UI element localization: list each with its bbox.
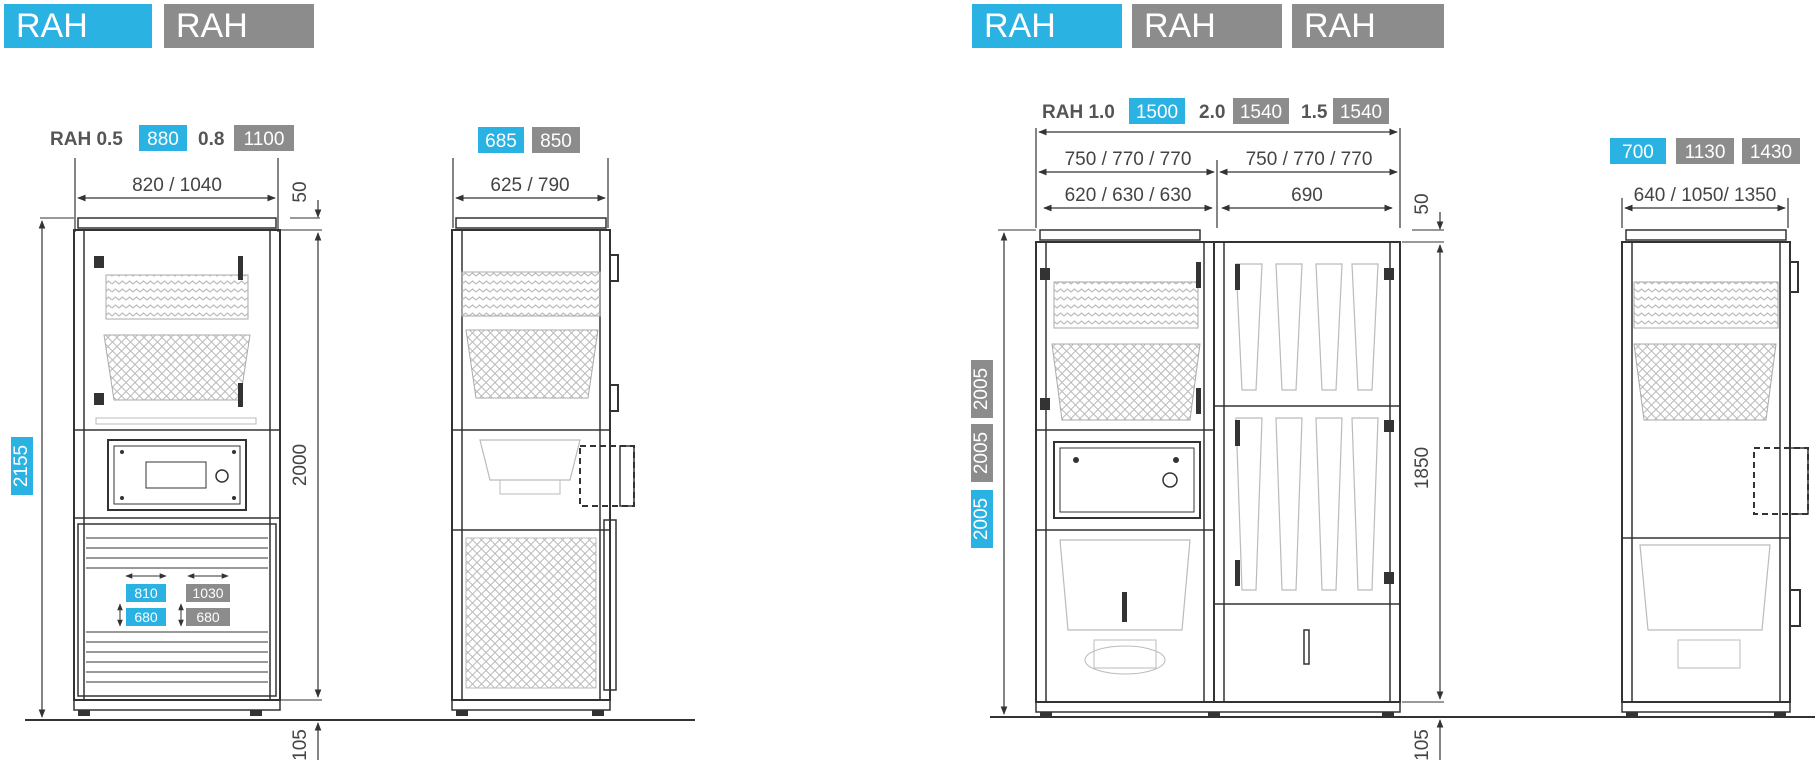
total-height-badge: 2155 (11, 445, 32, 487)
model-label-3: 1.5 (1301, 102, 1328, 123)
depth-badge-grey: 1100 (244, 129, 285, 150)
inner-dim-right: 690 (1291, 185, 1323, 206)
side-width-dim: 625 / 790 (490, 175, 569, 196)
bag-filters (1235, 263, 1379, 591)
foot-dim-right: 105 (1412, 729, 1433, 761)
grille-height-grey: 680 (196, 609, 220, 625)
side-depth-blue: 685 (485, 131, 517, 152)
tab-rah-1-5[interactable]: RAH 1.5 (1132, 4, 1282, 89)
unit-rah-10-front: RAH 1.0 1500 2.0 1540 1.5 1540 750 / 770… (971, 98, 1444, 761)
tab-rah-0-8[interactable]: RAH 0.8 (164, 4, 314, 89)
depth-badge-blue: 880 (147, 129, 179, 150)
height-badge-2: 2005 (971, 432, 992, 474)
top-dim: 50 (290, 181, 311, 202)
top-dim-right: 50 (1412, 193, 1433, 214)
tab-rah-0-5[interactable]: RAH 0.5 (4, 4, 152, 89)
grille-slats (86, 537, 268, 683)
tab-rah-1-0[interactable]: RAH 1.0 (972, 4, 1122, 89)
badge-1: 1500 (1136, 102, 1178, 123)
side-depth-blue-right: 700 (1622, 142, 1654, 163)
model-label-2: 0.8 (198, 129, 224, 150)
height-dim: 2000 (290, 444, 311, 486)
side-depth-grey-1: 1130 (1685, 142, 1726, 163)
side-depth-grey: 850 (540, 131, 572, 152)
grille-width-grey: 1030 (192, 585, 223, 601)
badge-3: 1540 (1340, 102, 1382, 123)
badge-2: 1540 (1240, 102, 1282, 123)
outer-dim-left: 750 / 770 / 770 (1065, 149, 1192, 170)
height-dim-right: 1850 (1412, 447, 1433, 489)
height-badge-3: 2005 (971, 498, 992, 540)
width-dim: 820 / 1040 (132, 175, 222, 196)
foot-dim: 105 (290, 729, 311, 761)
side-depth-grey-2: 1430 (1750, 142, 1792, 163)
height-badge-1: 2005 (971, 368, 992, 410)
model-label-2: 2.0 (1199, 102, 1225, 123)
side-width-dim-right: 640 / 1050/ 1350 (1634, 185, 1777, 206)
unit-rah-05-side: 685 850 625 / 790 (451, 127, 635, 716)
unit-rah-10-side: 700 1130 1430 640 / 1050/ 1350 (1610, 138, 1809, 717)
grille-width-blue: 810 (134, 585, 158, 601)
model-label: RAH 0.5 (50, 129, 123, 150)
outer-dim-right: 750 / 770 / 770 (1246, 149, 1373, 170)
unit-rah-05-front: RAH 0.5 880 0.8 1100 820 / 1040 (11, 125, 322, 761)
inner-dim-left: 620 / 630 / 630 (1065, 185, 1192, 206)
tab-rah-2-0[interactable]: RAH 2.0 (1292, 4, 1444, 89)
model-label-1: RAH 1.0 (1042, 102, 1115, 123)
grille-height-blue: 680 (134, 609, 158, 625)
